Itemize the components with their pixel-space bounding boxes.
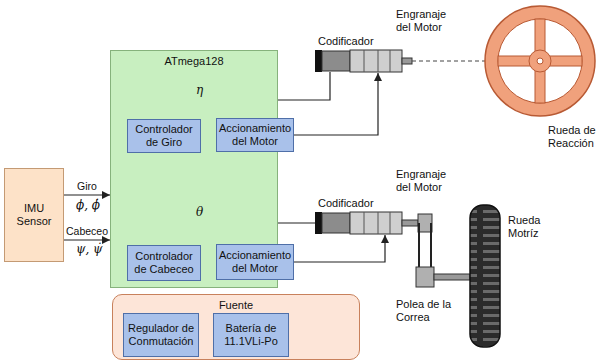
part-name: Rueda Motríz (508, 214, 558, 239)
gearbox-seam (364, 212, 365, 234)
signal-arrow (64, 194, 110, 195)
part-name: Codificador (318, 197, 374, 210)
motor-body (322, 213, 350, 233)
signal-name: ϕ, ϕ̇ (76, 199, 100, 213)
wheel-hub (529, 50, 551, 72)
node-text: Batería de 11.1VLi-Po (217, 322, 285, 347)
process-box: Accionamiento del Motor (216, 244, 294, 280)
gearbox-seam (364, 50, 365, 72)
gearbox-seam (378, 50, 379, 72)
part-name: Rueda de Reacción (548, 124, 602, 149)
output-shaft (402, 220, 418, 226)
drive-wheel (470, 205, 500, 347)
encoder-disc (315, 50, 322, 72)
node-text: Fuente (219, 299, 253, 312)
part-name: Engranaje del Motor (396, 8, 460, 33)
wheel-axle (434, 274, 470, 280)
drive-pulley (418, 214, 432, 232)
power-supply-band: FuenteRegulador de Conmutación Batería de… (112, 294, 360, 360)
part-name: Codificador (318, 35, 374, 48)
wheel-spoke (535, 19, 545, 103)
node-text: Controlador de Giro (131, 123, 197, 148)
sensor-box: IMU Sensor (4, 168, 64, 262)
node-text: IMU Sensor (8, 202, 60, 227)
signal-name: η (196, 84, 203, 98)
motor-assembly (315, 212, 418, 234)
node-text: Controlador de Cabeceo (131, 250, 197, 275)
process-box: Batería de 11.1VLi-Po (213, 313, 289, 357)
belt-drive (416, 214, 470, 287)
reaction-wheel (485, 6, 595, 116)
wheel-spoke (498, 56, 582, 66)
gearbox (350, 50, 402, 72)
node-text: ATmega128 (164, 55, 223, 68)
part-name: Polea de la Correa (396, 298, 462, 323)
motor-drive-wire (294, 73, 378, 135)
motor-drive-wire (294, 235, 385, 262)
output-shaft (402, 58, 412, 64)
wheel-inner (498, 19, 582, 103)
node-text: Regulador de Conmutación (127, 322, 195, 347)
node-text: Accionamiento del Motor (219, 122, 291, 147)
gearbox-seam (378, 212, 379, 234)
motor-body (322, 51, 350, 71)
driven-pulley (416, 267, 434, 287)
gearbox-seam (390, 212, 391, 234)
process-box: Regulador de Conmutación (123, 313, 199, 357)
node-text: Accionamiento del Motor (219, 249, 291, 274)
signal-name: ψ, ψ̇ (76, 243, 102, 257)
motor-assembly (315, 50, 412, 72)
signal-name: Giro (77, 180, 97, 192)
process-box: Controlador de Cabeceo (127, 245, 201, 281)
gearbox (350, 212, 402, 234)
part-name: Engranaje del Motor (396, 168, 460, 193)
process-box: Controlador de Giro (127, 119, 201, 153)
wheel-bore (537, 58, 543, 64)
gearbox-seam (390, 50, 391, 72)
signal-name: θ (196, 206, 203, 220)
signal-arrow (64, 239, 110, 240)
process-box: Accionamiento del Motor (216, 118, 294, 152)
signal-name: Cabeceo (66, 225, 108, 237)
wheel-rim (485, 6, 595, 116)
encoder-disc (315, 212, 322, 234)
